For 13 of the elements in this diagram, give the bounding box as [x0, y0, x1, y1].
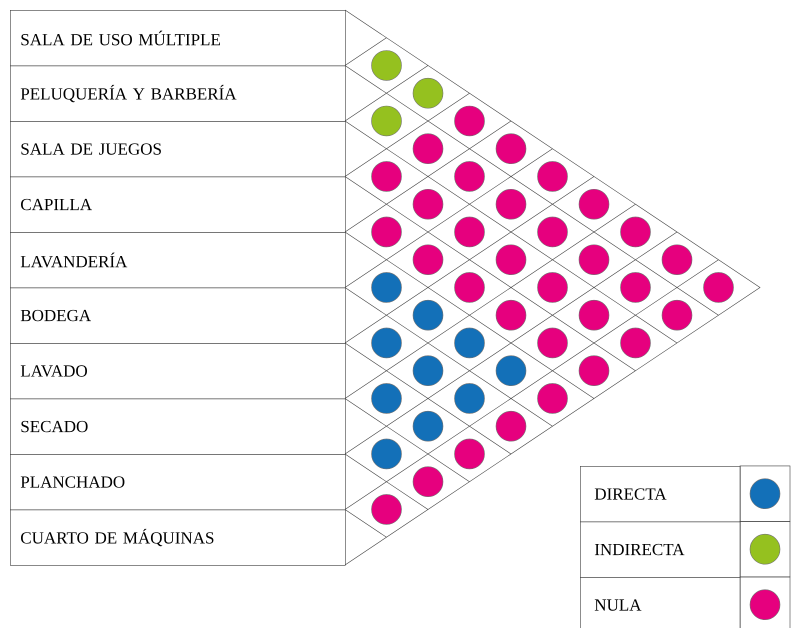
room-box: CAPILLA: [10, 176, 346, 233]
room-box: SALA DE USO MÚLTIPLE: [10, 10, 346, 66]
room-box: SECADO: [10, 398, 346, 455]
legend-label: DIRECTA: [580, 466, 741, 522]
room-box: LAVANDERÍA: [10, 232, 346, 288]
room-box: SALA DE JUEGOS: [10, 120, 346, 178]
room-box: CUARTO DE MÁQUINAS: [10, 509, 346, 566]
legend-label: NULA: [580, 576, 741, 628]
room-box: BODEGA: [10, 287, 346, 344]
room-box: LAVADO: [10, 343, 346, 400]
legend-label: INDIRECTA: [580, 521, 741, 578]
room-box: PLANCHADO: [10, 454, 346, 510]
room-box: PELUQUERÍA Y BARBERÍA: [10, 66, 346, 122]
